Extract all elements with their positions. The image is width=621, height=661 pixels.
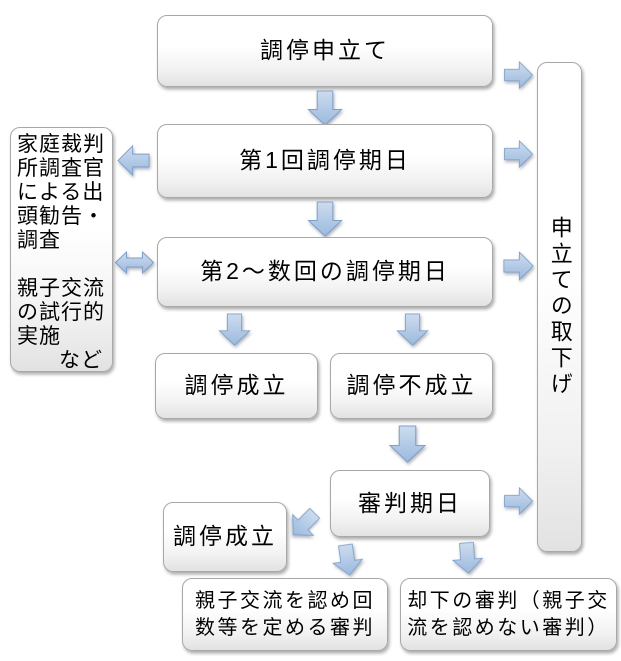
node-mediation-not-established: 調停不成立 [330, 353, 493, 419]
node-ruling-granting-visitation: 親子交流を認め回 数等を定める審判 [182, 578, 388, 651]
node-mediation-application: 調停申立て [157, 15, 493, 87]
node-mediation-established-label: 調停成立 [184, 372, 289, 399]
node-subsequent-mediation-sessions-label: 第2～数回の調停期日 [200, 258, 450, 285]
down-arrow-icon [307, 90, 343, 126]
node-ruling-dismissing-visitation: 却下の審判（親子交 流を認めない審判） [400, 578, 617, 651]
node-adjudication-date-label: 審判期日 [358, 489, 462, 516]
node-ruling-dismissing-visitation-label: 却下の審判（親子交 流を認めない審判） [407, 589, 610, 639]
down-arrow-icon [218, 313, 251, 346]
down-arrow-icon [330, 542, 365, 578]
down-left-arrow-icon [282, 502, 326, 546]
node-ruling-granting-visitation-label: 親子交流を認め回 数等を定める審判 [195, 589, 375, 639]
down-arrow-icon [451, 541, 484, 575]
node-application-withdrawal: 申立ての取下げ [537, 62, 582, 552]
left-right-arrow-icon [115, 251, 154, 274]
down-arrow-icon [396, 313, 429, 346]
right-arrow-icon [504, 487, 533, 515]
left-arrow-icon [117, 145, 150, 176]
down-arrow-icon [389, 425, 426, 463]
node-subsequent-mediation-sessions: 第2～数回の調停期日 [157, 237, 493, 307]
right-arrow-icon [504, 61, 533, 89]
node-investigator-note-suffix: など [59, 349, 103, 372]
node-mediation-established-2-label: 調停成立 [173, 523, 277, 550]
right-arrow-icon [503, 251, 534, 281]
right-arrow-icon [504, 140, 533, 168]
down-arrow-icon [307, 201, 343, 237]
node-first-mediation-session-label: 第1回調停期日 [239, 147, 411, 174]
node-adjudication-date: 審判期日 [330, 470, 490, 537]
node-mediation-established: 調停成立 [155, 353, 318, 419]
node-mediation-established-2: 調停成立 [163, 502, 287, 572]
node-mediation-not-established-label: 調停不成立 [346, 372, 477, 399]
node-mediation-application-label: 調停申立て [260, 37, 390, 64]
node-application-withdrawal-label: 申立ての取下げ [547, 216, 573, 398]
node-first-mediation-session: 第1回調停期日 [157, 124, 493, 198]
node-investigator-note: 家庭裁判 所調査官 による出 頭勧告・ 調査 親子交流 の試行的 実施 など [10, 127, 113, 372]
node-investigator-note-text: 家庭裁判 所調査官 による出 頭勧告・ 調査 親子交流 の試行的 実施 [17, 133, 105, 348]
